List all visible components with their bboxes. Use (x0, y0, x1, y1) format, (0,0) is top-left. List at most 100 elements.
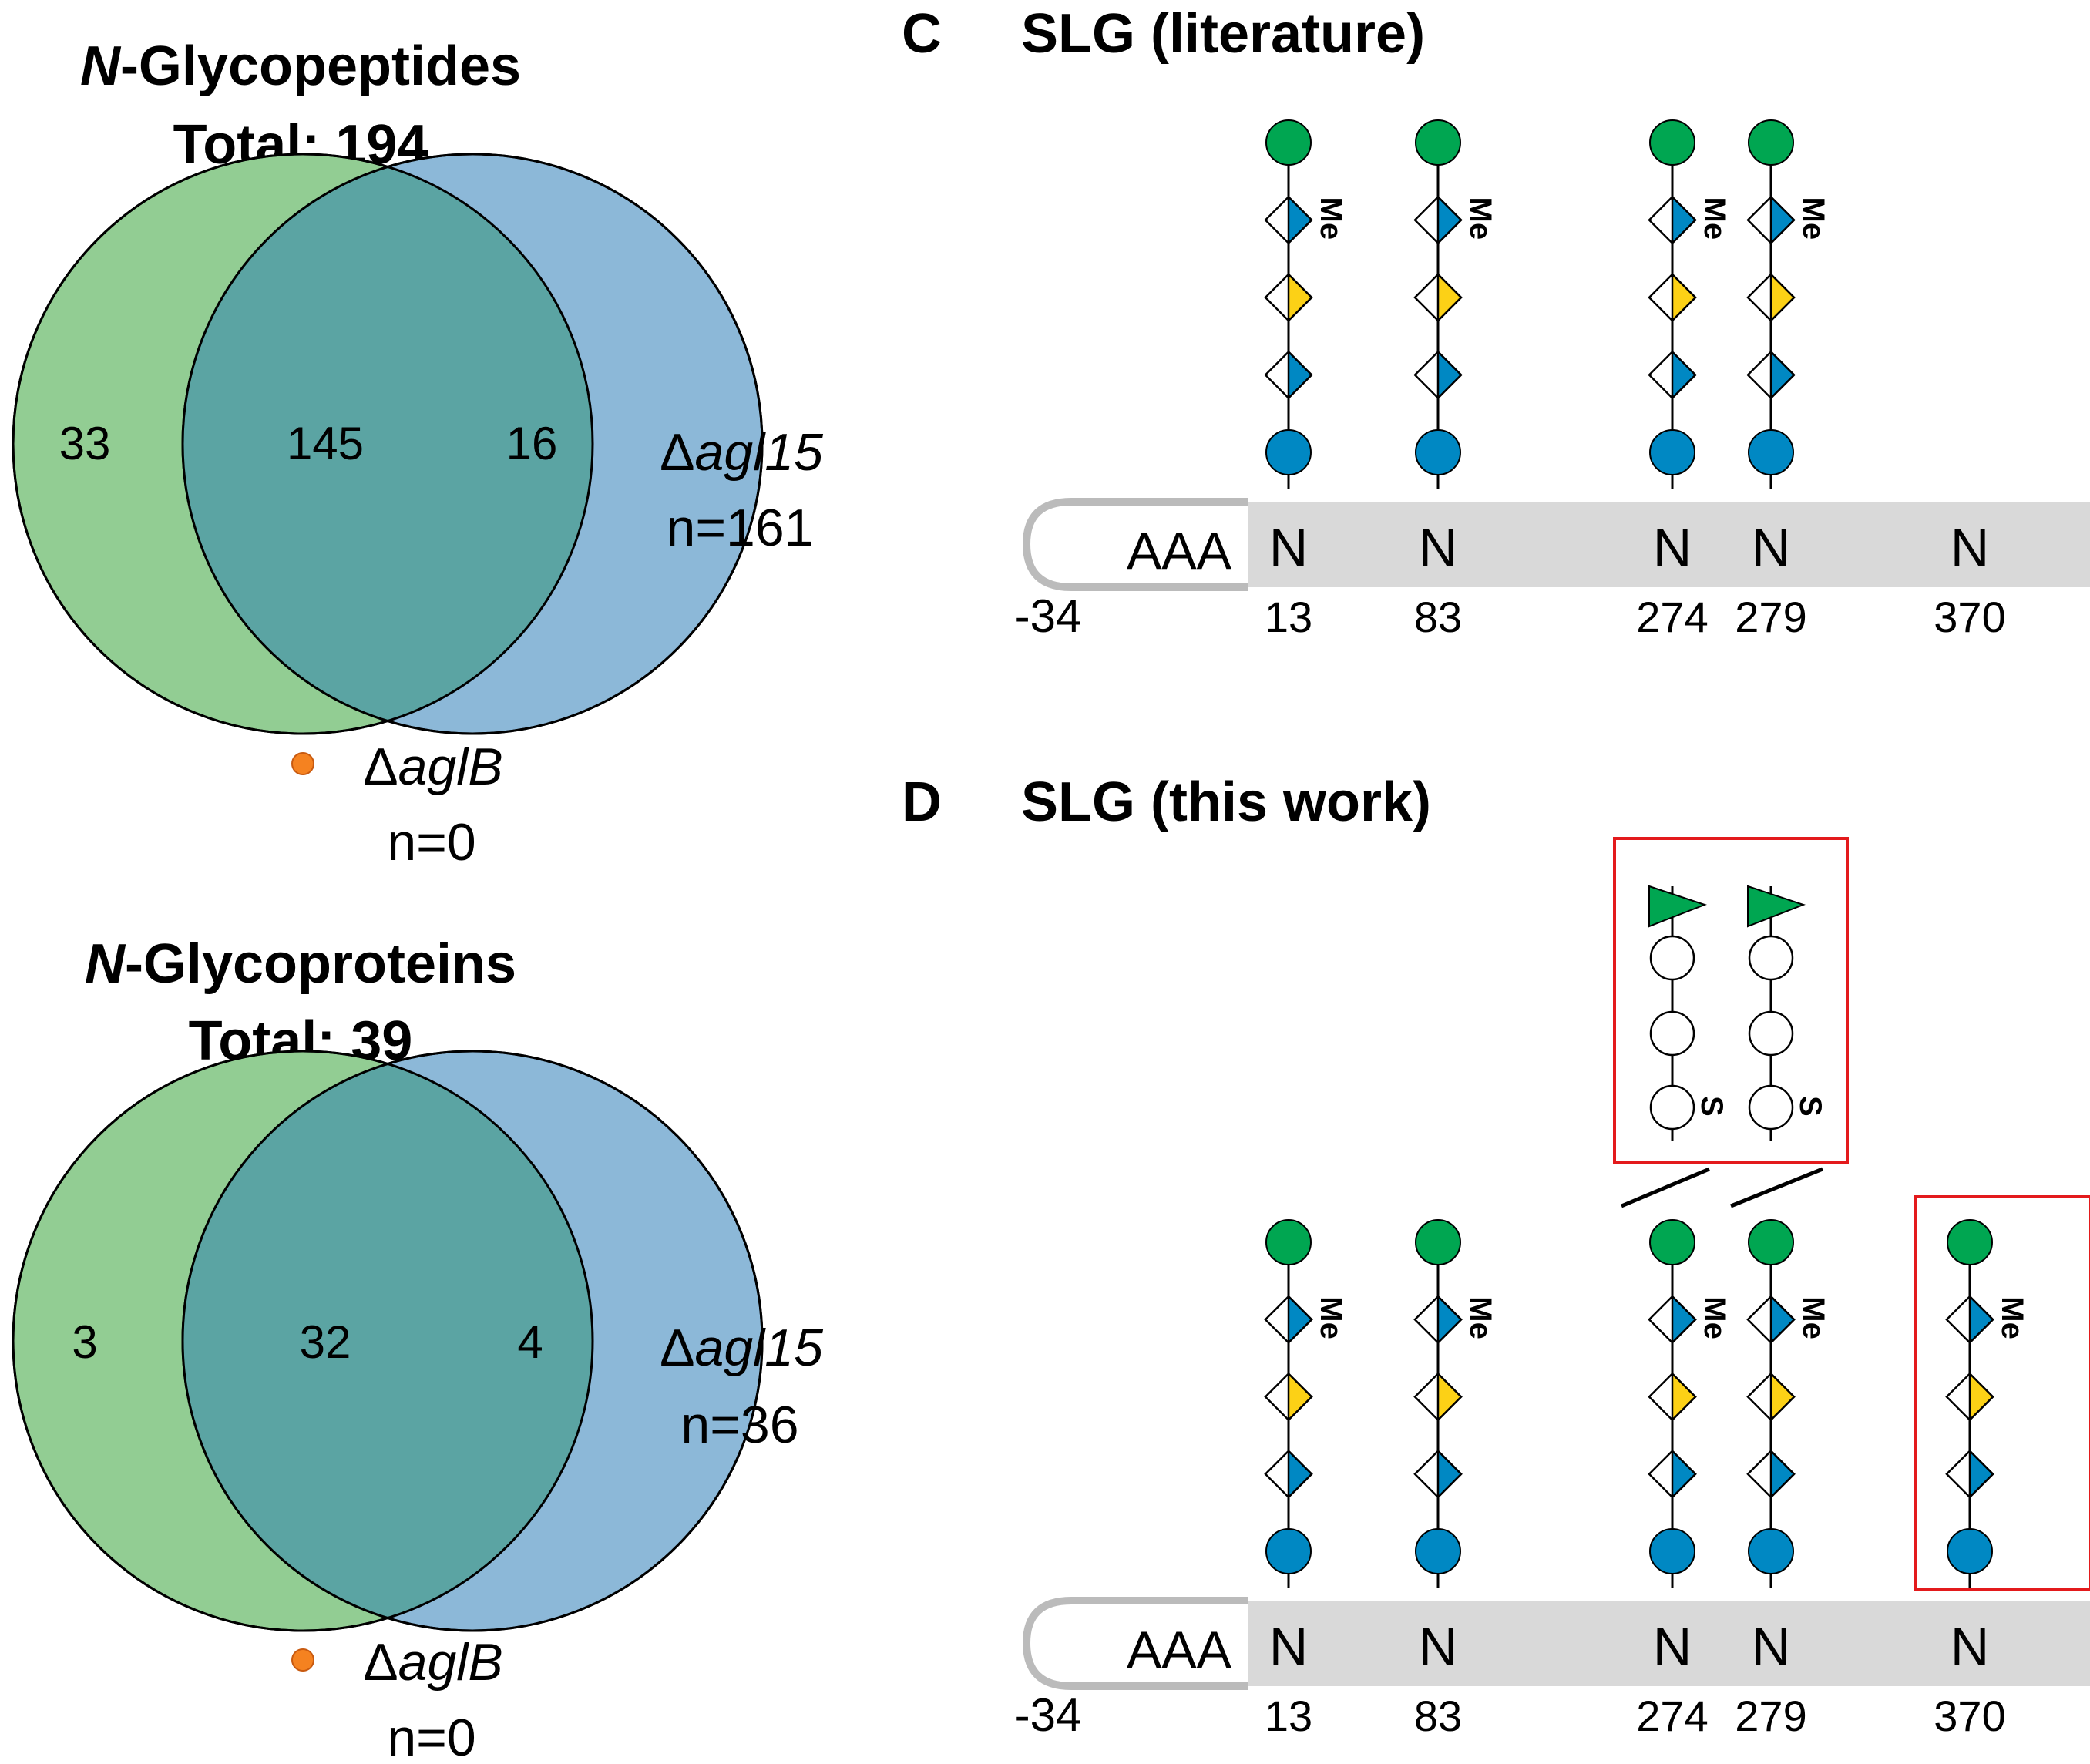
uronic-acid-blue-diamond-fill (1287, 349, 1313, 401)
site-position: 279 (1735, 593, 1806, 641)
white-hexose-circle (1748, 935, 1794, 981)
hexose-blue-circle (1415, 1528, 1461, 1574)
site-position: 370 (1934, 593, 2005, 641)
hexose-blue-circle (1649, 429, 1695, 475)
asparagine-site: N (1269, 518, 1309, 578)
hexose-blue-circle (1265, 1528, 1312, 1574)
aglb-label: ΔaglB (363, 1633, 503, 1692)
hexose-blue-circle (1415, 429, 1461, 475)
asparagine-site: N (1752, 518, 1791, 578)
site-position: 370 (1934, 1692, 2005, 1740)
white-hexose-circle (1649, 1010, 1695, 1057)
mutant-label: Δagl15 (660, 423, 823, 482)
methyl-label: Me (1995, 1296, 2029, 1339)
uronic-acid-blue-diamond-fill (1968, 1294, 1994, 1346)
hexose-blue-circle (1649, 1528, 1695, 1574)
asparagine-site: N (1269, 1617, 1309, 1677)
venn-left-count: 33 (59, 418, 111, 469)
venn-glycoproteins: N-Glycoproteins Total: 39 3 32 4 Δagl15 … (12, 933, 823, 1764)
site-position: 274 (1636, 593, 1708, 641)
hexose-green-circle (1748, 1219, 1794, 1265)
uronic-acid-yellow-diamond-fill (1968, 1371, 1994, 1423)
white-hexose-circle (1748, 1010, 1794, 1057)
hexose-blue-circle (1947, 1528, 1993, 1574)
hexose-green-circle (1649, 119, 1695, 166)
site-position: 13 (1265, 1692, 1312, 1740)
mutant-count: n=36 (680, 1396, 798, 1454)
uronic-acid-blue-diamond-fill (1769, 194, 1796, 246)
uronic-acid-blue-diamond-fill (1769, 1448, 1796, 1500)
signal-peptide-tag (1022, 498, 1248, 591)
methyl-label: Me (1796, 197, 1830, 240)
aglb-dot (291, 752, 314, 775)
venn-right-count: 4 (517, 1316, 543, 1368)
methyl-label: Me (1796, 1296, 1830, 1339)
hexose-green-circle (1265, 119, 1312, 166)
tag-label: AAA (1127, 1621, 1232, 1679)
green-triangle-icon (1648, 885, 1707, 928)
methyl-label: Me (1314, 1296, 1348, 1339)
asparagine-site: N (1951, 1617, 1990, 1677)
aglb-count: n=0 (387, 1709, 475, 1764)
hexose-green-circle (1748, 119, 1794, 166)
methyl-label: Me (1698, 1296, 1732, 1339)
protein-backbone (1248, 502, 2090, 587)
uronic-acid-blue-diamond-fill (1287, 194, 1313, 246)
aglb-label: ΔaglB (363, 738, 503, 796)
uronic-acid-yellow-diamond-fill (1769, 271, 1796, 324)
uronic-acid-yellow-diamond-fill (1671, 1371, 1697, 1423)
tag-label: AAA (1127, 522, 1232, 580)
signal-peptide-tag (1022, 1597, 1248, 1690)
sulfate-label: S (1695, 1096, 1729, 1117)
uronic-acid-yellow-diamond-fill (1287, 1371, 1313, 1423)
extension-break-line (1730, 1167, 1823, 1208)
venn-glycopeptides-title: N-Glycopeptides (80, 35, 521, 97)
white-hexose-circle (1748, 1084, 1794, 1131)
sulfated-extension-box (1613, 837, 1849, 1164)
new-site-highlight-box (1914, 1195, 2090, 1591)
uronic-acid-blue-diamond-fill (1287, 1448, 1313, 1500)
white-hexose-circle (1649, 935, 1695, 981)
hexose-blue-circle (1265, 429, 1312, 475)
mutant-label: Δagl15 (660, 1319, 823, 1377)
asparagine-site: N (1419, 518, 1458, 578)
uronic-acid-blue-diamond-fill (1671, 194, 1697, 246)
venn-overlap-region (183, 1051, 593, 1631)
extension-break-line (1621, 1167, 1710, 1208)
methyl-label: Me (1698, 197, 1732, 240)
uronic-acid-blue-diamond-fill (1671, 349, 1697, 401)
uronic-acid-blue-diamond-fill (1287, 1294, 1313, 1346)
hexose-green-circle (1415, 119, 1461, 166)
site-position: 83 (1414, 1692, 1462, 1740)
site-position: 13 (1265, 593, 1312, 641)
uronic-acid-blue-diamond-fill (1769, 1294, 1796, 1346)
site-position: 83 (1414, 593, 1462, 641)
start-position: -34 (1015, 590, 1082, 642)
uronic-acid-blue-diamond-fill (1436, 194, 1463, 246)
venn-overlap-region (183, 154, 593, 734)
sulfate-label: S (1793, 1096, 1827, 1117)
hexose-green-circle (1415, 1219, 1461, 1265)
hexose-green-circle (1947, 1219, 1993, 1265)
uronic-acid-yellow-diamond-fill (1671, 271, 1697, 324)
aglb-count: n=0 (387, 813, 475, 872)
venn-glycopeptides: N-Glycopeptides Total: 194 33 145 16 Δag… (12, 35, 823, 872)
site-position: 274 (1636, 1692, 1708, 1740)
green-triangle-icon (1747, 885, 1806, 928)
panel-letter-c: C (902, 3, 942, 65)
venn-glycoproteins-title: N-Glycoproteins (85, 933, 516, 995)
uronic-acid-blue-diamond-fill (1436, 1294, 1463, 1346)
hexose-blue-circle (1748, 429, 1794, 475)
venn-right-count: 16 (506, 418, 558, 469)
venn-left-count: 3 (72, 1316, 97, 1368)
asparagine-site: N (1419, 1617, 1458, 1677)
uronic-acid-blue-diamond-fill (1769, 349, 1796, 401)
asparagine-site: N (1752, 1617, 1791, 1677)
methyl-label: Me (1314, 197, 1348, 240)
mutant-count: n=161 (667, 499, 814, 557)
methyl-label: Me (1463, 1296, 1497, 1339)
uronic-acid-blue-diamond-fill (1436, 1448, 1463, 1500)
uronic-acid-yellow-diamond-fill (1769, 1371, 1796, 1423)
